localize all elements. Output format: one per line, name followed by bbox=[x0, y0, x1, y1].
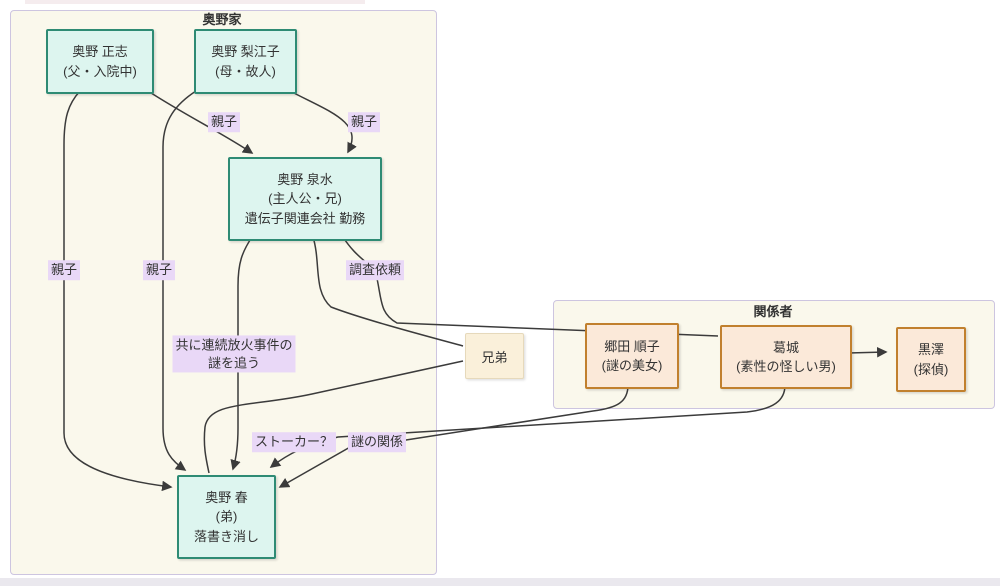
edge-katsuragi-haru-stalker bbox=[269, 384, 786, 468]
edge-label-oyako-1: 親子 bbox=[207, 112, 241, 132]
edge-rieko-izumi bbox=[289, 90, 357, 154]
edge-label-mysterious-relation: 謎の関係 bbox=[347, 432, 407, 452]
edge-label-chase-arson-line1: 共に連続放火事件の bbox=[175, 337, 293, 353]
node-okuno-izumi-name: 奥野 泉水 bbox=[277, 171, 333, 187]
node-kurosawa: 黒澤 (探偵) bbox=[896, 327, 966, 392]
edge-label-investigation-request: 調査依頼 bbox=[345, 260, 405, 280]
group-okuno-family-title: 奥野家 bbox=[202, 12, 242, 27]
node-okuno-rieko: 奥野 梨江子 (母・故人) bbox=[194, 29, 297, 94]
edge-label-brothers: 兄弟 bbox=[465, 333, 524, 379]
node-okuno-izumi-job: 遺伝子関連会社 勤務 bbox=[244, 210, 366, 226]
node-okuno-rieko-role: (母・故人) bbox=[215, 63, 276, 79]
edge-label-oyako-3: 親子 bbox=[47, 260, 81, 280]
edge-label-stalker: ストーカー？ bbox=[251, 432, 337, 452]
edge-masashi-izumi bbox=[147, 90, 254, 154]
node-katsuragi-name: 葛城 bbox=[772, 339, 799, 355]
node-kurosawa-role: (探偵) bbox=[913, 361, 949, 377]
node-goda-junko: 郷田 順子 (謎の美女) bbox=[585, 323, 679, 389]
node-goda-junko-name: 郷田 順子 bbox=[604, 338, 660, 354]
edge-masashi-haru bbox=[63, 90, 173, 492]
node-okuno-rieko-name: 奥野 梨江子 bbox=[211, 44, 280, 59]
edge-label-oyako-4: 親子 bbox=[142, 260, 176, 280]
node-katsuragi-role: (素性の怪しい男) bbox=[736, 359, 836, 374]
top-edge-strip bbox=[25, 0, 365, 4]
edge-rieko-haru bbox=[162, 90, 197, 471]
edge-label-brothers-text: 兄弟 bbox=[481, 349, 508, 365]
node-okuno-haru: 奥野 春 (弟) 落書き消し bbox=[177, 475, 276, 559]
node-okuno-haru-job: 落書き消し bbox=[193, 528, 259, 544]
edge-katsuragi-kurosawa bbox=[847, 346, 888, 358]
node-okuno-masashi-name: 奥野 正志 bbox=[72, 44, 128, 59]
edge-goda-haru-mystery bbox=[278, 384, 629, 488]
group-associates-title: 関係者 bbox=[753, 304, 793, 319]
node-kurosawa-name: 黒澤 bbox=[917, 342, 944, 357]
node-okuno-masashi-role: (父・入院中) bbox=[63, 63, 137, 79]
bottom-edge-strip bbox=[0, 578, 1000, 586]
edge-label-chase-arson-line2: 謎を追う bbox=[207, 355, 261, 370]
node-okuno-haru-role: (弟) bbox=[215, 509, 238, 525]
edge-izumi-katsuragi-investigation bbox=[342, 236, 719, 337]
node-okuno-masashi: 奥野 正志 (父・入院中) bbox=[46, 29, 154, 94]
edge-label-oyako-2: 親子 bbox=[347, 112, 381, 132]
node-okuno-izumi-role: (主人公・兄) bbox=[268, 191, 342, 207]
edge-izumi-kyodai-label bbox=[312, 236, 464, 347]
node-goda-junko-role: (謎の美女) bbox=[601, 358, 663, 373]
edge-label-chase-arson-mystery: 共に連続放火事件の 謎を追う bbox=[172, 335, 296, 373]
node-okuno-haru-name: 奥野 春 bbox=[205, 489, 248, 505]
edge-kyodai-label-haru bbox=[203, 360, 464, 474]
node-katsuragi: 葛城 (素性の怪しい男) bbox=[720, 325, 852, 389]
node-okuno-izumi: 奥野 泉水 (主人公・兄) 遺伝子関連会社 勤務 bbox=[228, 157, 382, 241]
